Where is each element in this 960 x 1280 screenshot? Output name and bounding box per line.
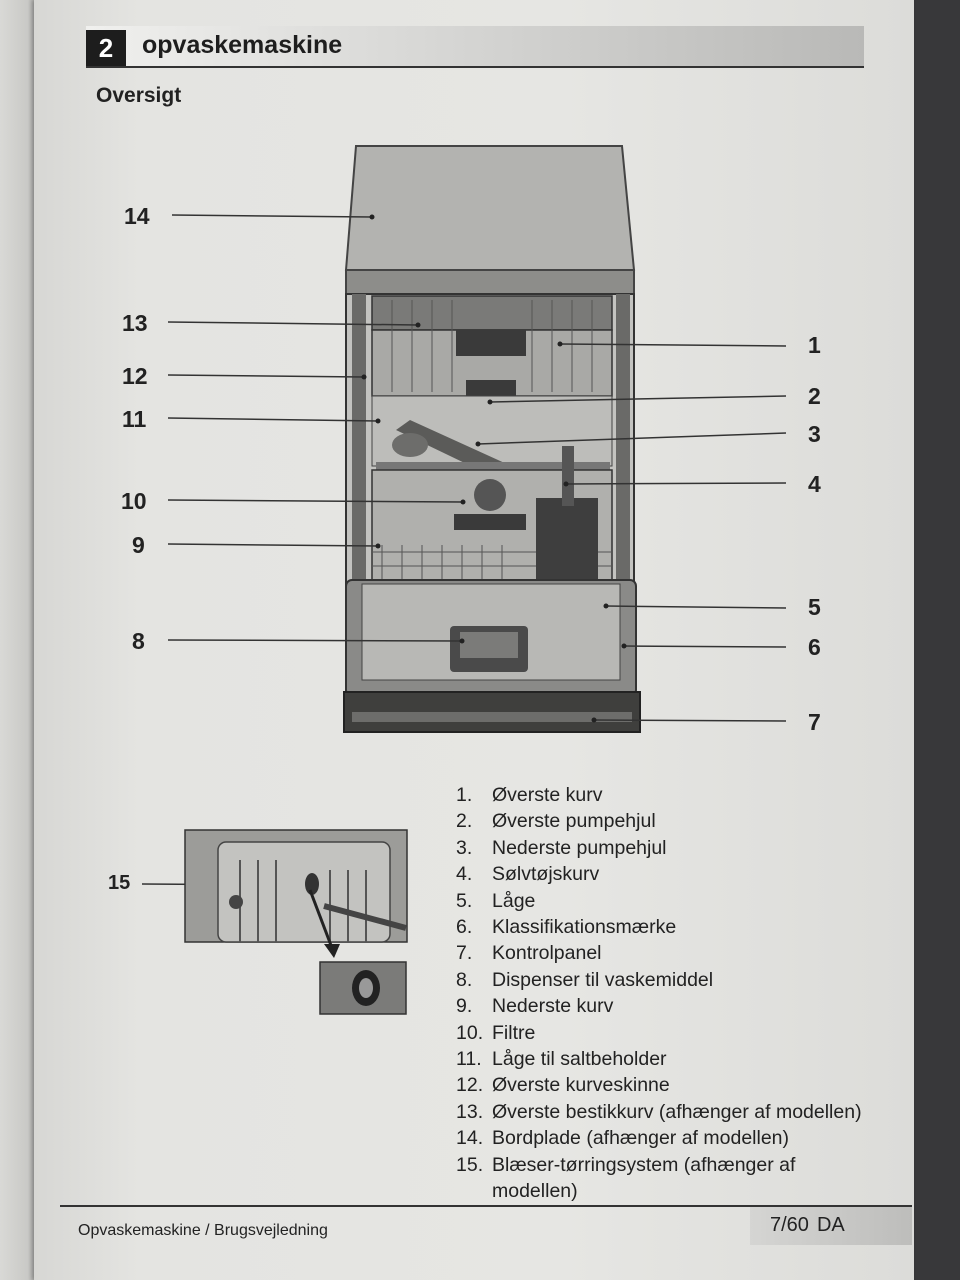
callout-5: 5 bbox=[808, 594, 821, 620]
leader-lines bbox=[141, 214, 787, 886]
footer-page-number: 7/60 DA bbox=[770, 1214, 845, 1237]
list-item: 9.Nederste kurv bbox=[456, 995, 614, 1018]
callout-4: 4 bbox=[808, 471, 821, 497]
list-item: 8.Dispenser til vaskemiddel bbox=[456, 968, 714, 991]
callout-3: 3 bbox=[808, 421, 821, 447]
callout-6: 6 bbox=[808, 634, 821, 660]
callout-9: 9 bbox=[132, 532, 145, 558]
callout-15: 15 bbox=[108, 872, 131, 894]
footer-document-title: Opvaskemaskine / Brugsvejledning bbox=[78, 1222, 328, 1239]
footer-rule bbox=[60, 1205, 912, 1207]
background-surface bbox=[908, 0, 960, 1280]
section-header-bar bbox=[86, 26, 864, 68]
door-illustration bbox=[343, 579, 641, 733]
list-item: 5.Låge bbox=[456, 889, 536, 912]
callout-12: 12 bbox=[122, 363, 148, 389]
callout-2: 2 bbox=[808, 383, 821, 409]
callout-8: 8 bbox=[132, 628, 145, 654]
callout-1: 1 bbox=[808, 332, 821, 358]
section-title: opvaskemaskine bbox=[142, 31, 343, 59]
parts-list: 1.Øverste kurv 2.Øverste pumpehjul 3.Ned… bbox=[456, 782, 912, 1205]
list-item: 3.Nederste pumpehjul bbox=[456, 836, 667, 859]
countertop-illustration bbox=[344, 145, 636, 295]
callout-7: 7 bbox=[808, 709, 821, 735]
callout-13: 13 bbox=[122, 310, 148, 336]
list-item: 1.Øverste kurv bbox=[456, 784, 603, 806]
fan-drying-inset-illustration bbox=[184, 829, 408, 1015]
page-number: 7/60 bbox=[770, 1214, 809, 1236]
page-subtitle: Oversigt bbox=[96, 84, 182, 107]
list-item: 14.Bordplade (afhænger af modellen) bbox=[456, 1127, 790, 1150]
list-item: 6.Klassifikationsmærke bbox=[456, 916, 677, 939]
callout-14: 14 bbox=[124, 203, 150, 229]
callout-11: 11 bbox=[122, 406, 147, 432]
list-item: 2.Øverste pumpehjul bbox=[456, 810, 656, 833]
list-item: 13.Øverste bestikkurv (afhænger af model… bbox=[456, 1100, 862, 1123]
callout-10: 10 bbox=[121, 488, 147, 514]
footer-page-bar bbox=[750, 1207, 912, 1245]
list-item: 10.Filtre bbox=[456, 1021, 536, 1044]
section-number-badge: 2 bbox=[86, 30, 126, 66]
list-item: 15.Blæser-tørringsystem (afhænger af mod… bbox=[456, 1153, 796, 1203]
list-item: 4.Sølvtøjskurv bbox=[456, 863, 600, 886]
list-item: 7.Kontrolpanel bbox=[456, 942, 602, 965]
list-item: 11.Låge til saltbeholder bbox=[456, 1048, 667, 1071]
adjacent-page-edge bbox=[0, 0, 40, 1280]
list-item: 12.Øverste kurveskinne bbox=[456, 1074, 670, 1097]
language-code: DA bbox=[816, 1214, 845, 1236]
